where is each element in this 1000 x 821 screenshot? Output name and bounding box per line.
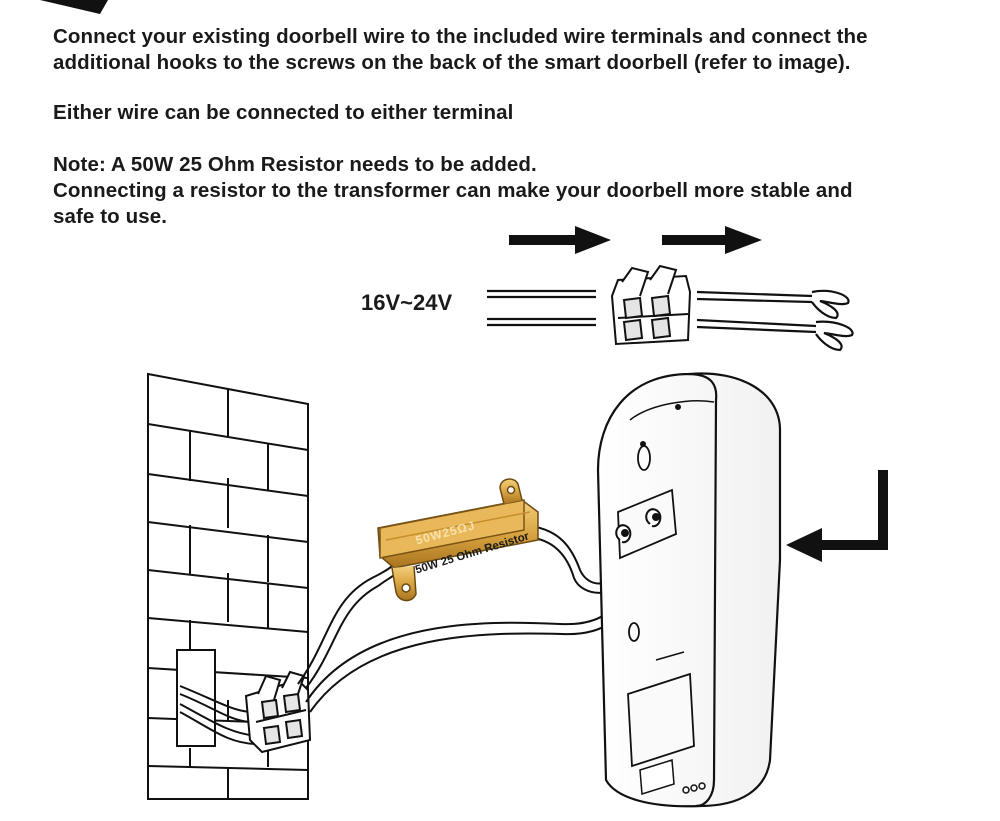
doorbell-back bbox=[596, 372, 782, 808]
corner-arrow-fragment bbox=[40, 0, 108, 14]
input-wires bbox=[487, 289, 596, 327]
note-line: Note: A 50W 25 Ohm Resistor needs to be … bbox=[53, 153, 537, 176]
instruction-line-1: Connect your existing doorbell wire to t… bbox=[53, 25, 868, 48]
wire-connector-wall bbox=[244, 670, 312, 754]
instruction-line-5: Connecting a resistor to the transformer… bbox=[53, 179, 853, 202]
voltage-label: 16V~24V bbox=[361, 290, 453, 315]
bent-arrow bbox=[786, 470, 888, 562]
arrow-right-1 bbox=[509, 226, 611, 254]
instruction-line-2: additional hooks to the screws on the ba… bbox=[53, 51, 851, 74]
arrow-right-2 bbox=[662, 226, 762, 254]
instructions-text: Connect your existing doorbell wire to t… bbox=[53, 24, 953, 230]
wire-connector-top bbox=[610, 264, 692, 346]
doorbell-terminals bbox=[615, 508, 662, 544]
resistor bbox=[377, 478, 539, 602]
instruction-line-6: safe to use. bbox=[53, 205, 167, 228]
output-wires bbox=[696, 289, 854, 352]
instruction-line-3: Either wire can be connected to either t… bbox=[53, 101, 514, 124]
